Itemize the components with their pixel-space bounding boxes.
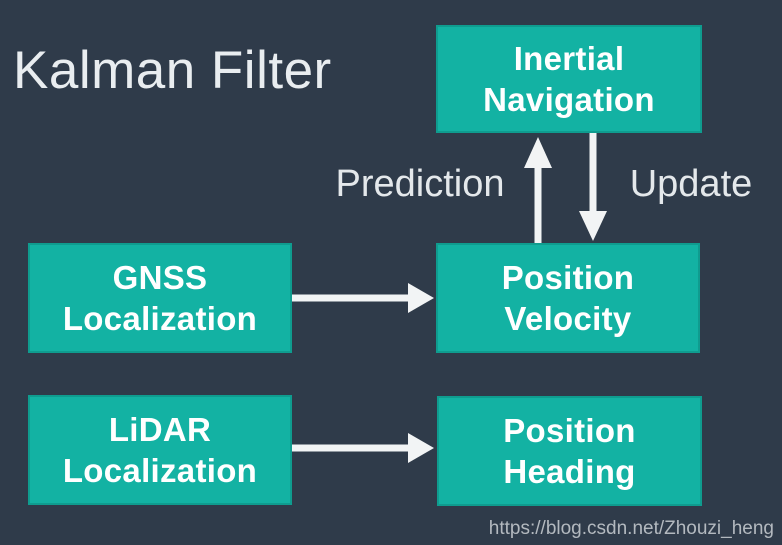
node-label-line: Localization bbox=[62, 300, 258, 337]
node-label-line: Heading bbox=[503, 453, 636, 490]
update-arrow-down bbox=[579, 133, 607, 241]
node-label-line: Navigation bbox=[483, 81, 655, 118]
prediction-arrow-up bbox=[524, 137, 552, 243]
node-label-line: Position bbox=[503, 412, 636, 449]
node-label-line: Position bbox=[501, 259, 635, 296]
node-label-line: Velocity bbox=[504, 300, 632, 337]
prediction-edge-label: Prediction bbox=[335, 163, 505, 205]
node-lidar-localization: LiDAR Localization bbox=[28, 395, 292, 505]
node-label-line: Localization bbox=[62, 452, 258, 489]
lidar-to-position-heading-arrow bbox=[292, 433, 434, 463]
node-label-line: Inertial bbox=[513, 40, 625, 77]
update-edge-label: Update bbox=[629, 163, 753, 205]
node-inertial-navigation: Inertial Navigation bbox=[436, 25, 702, 133]
node-label-line: GNSS bbox=[112, 259, 208, 296]
watermark-url: https://blog.csdn.net/Zhouzi_heng bbox=[488, 518, 774, 539]
node-position-velocity: Position Velocity bbox=[436, 243, 700, 353]
gnss-to-position-velocity-arrow bbox=[292, 283, 434, 313]
node-label-line: LiDAR bbox=[108, 411, 212, 448]
node-gnss-localization: GNSS Localization bbox=[28, 243, 292, 353]
node-position-heading: Position Heading bbox=[437, 396, 702, 506]
page-title: Kalman Filter bbox=[13, 41, 332, 100]
